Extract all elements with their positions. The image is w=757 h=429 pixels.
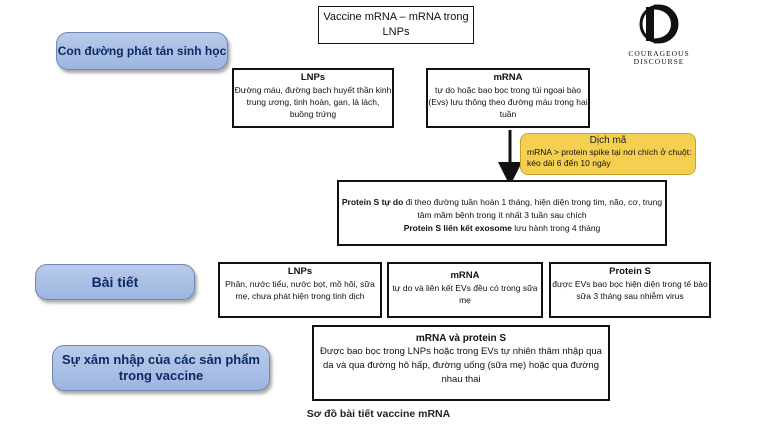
logo-line-2: DISCOURSE <box>633 57 685 66</box>
spike-protein-text-2: Protein S liên kết exosome lưu hành tron… <box>403 223 601 233</box>
vaccine-mrna-text: Vaccine mRNA – mRNA trong LNPs <box>323 11 469 38</box>
lnp-distribution-text: Đường máu, đường bạch huyết thần kinh tr… <box>234 85 392 119</box>
lnp-distribution-box: LNPs Đường máu, đường bạch huyết thần ki… <box>232 68 394 128</box>
excretion-lnp-box: LNPs Phân, nước tiểu, nước bọt, mồ hôi, … <box>218 262 382 318</box>
intrusion-box: mRNA và protein S Được bao bọc trong LNP… <box>312 325 610 401</box>
translation-text: mRNA > protein spike tại nơi chích ở chu… <box>527 147 692 168</box>
excretion-mrna-text: tự do và liên kết EVs đều có trong sữa m… <box>392 283 538 305</box>
mrna-distribution-box: mRNA tự do hoặc bao bọc trong túi ngoại … <box>426 68 590 128</box>
translation-title: Dịch mã <box>589 135 627 146</box>
excretion-lnp-text: Phân, nước tiểu, nước bọt, mồ hôi, sữa m… <box>225 279 375 301</box>
excretion-protein-box: Protein S được EVs bao bọc hiện diện tro… <box>549 262 711 318</box>
lnp-distribution-title: LNPs <box>300 72 326 83</box>
excretion-lnp-title: LNPs <box>287 266 313 277</box>
diagram-caption: Sơ đồ bài tiết vaccine mRNA <box>306 408 451 420</box>
intrusion-title: mRNA và protein S <box>415 333 507 344</box>
excretion-mrna-box: mRNA tự do và liên kết EVs đều có trong … <box>387 262 543 318</box>
spike-protein-box: Protein S tự do đi theo đường tuần hoàn … <box>337 180 667 246</box>
excretion-label: Bài tiết <box>35 264 195 300</box>
logo-line-1: COURAGEOUS <box>628 49 690 58</box>
cd-monogram-icon <box>639 4 679 44</box>
excretion-protein-title: Protein S <box>609 266 651 277</box>
mrna-distribution-text: tự do hoặc bao bọc trong túi ngoại bào (… <box>428 85 588 119</box>
translation-box: Dịch mã mRNA > protein spike tại nơi chí… <box>520 133 696 175</box>
vaccine-mrna-box: Vaccine mRNA – mRNA trong LNPs <box>318 6 474 44</box>
excretion-protein-text: được EVs bao bọc hiện diện trong tế bào … <box>552 279 708 301</box>
intrusion-label: Sự xâm nhập của các sản phẩm trong vacci… <box>52 345 270 391</box>
excretion-mrna-title: mRNA <box>450 270 480 281</box>
biodistribution-label: Con đường phát tán sinh học <box>56 32 228 70</box>
courageous-discourse-logo: COURAGEOUS DISCOURSE <box>610 3 708 66</box>
mrna-distribution-title: mRNA <box>493 72 523 83</box>
spike-protein-text-1: Protein S tự do đi theo đường tuần hoàn … <box>341 197 663 220</box>
intrusion-text: Được bao bọc trong LNPs hoặc trong EVs t… <box>320 346 602 385</box>
